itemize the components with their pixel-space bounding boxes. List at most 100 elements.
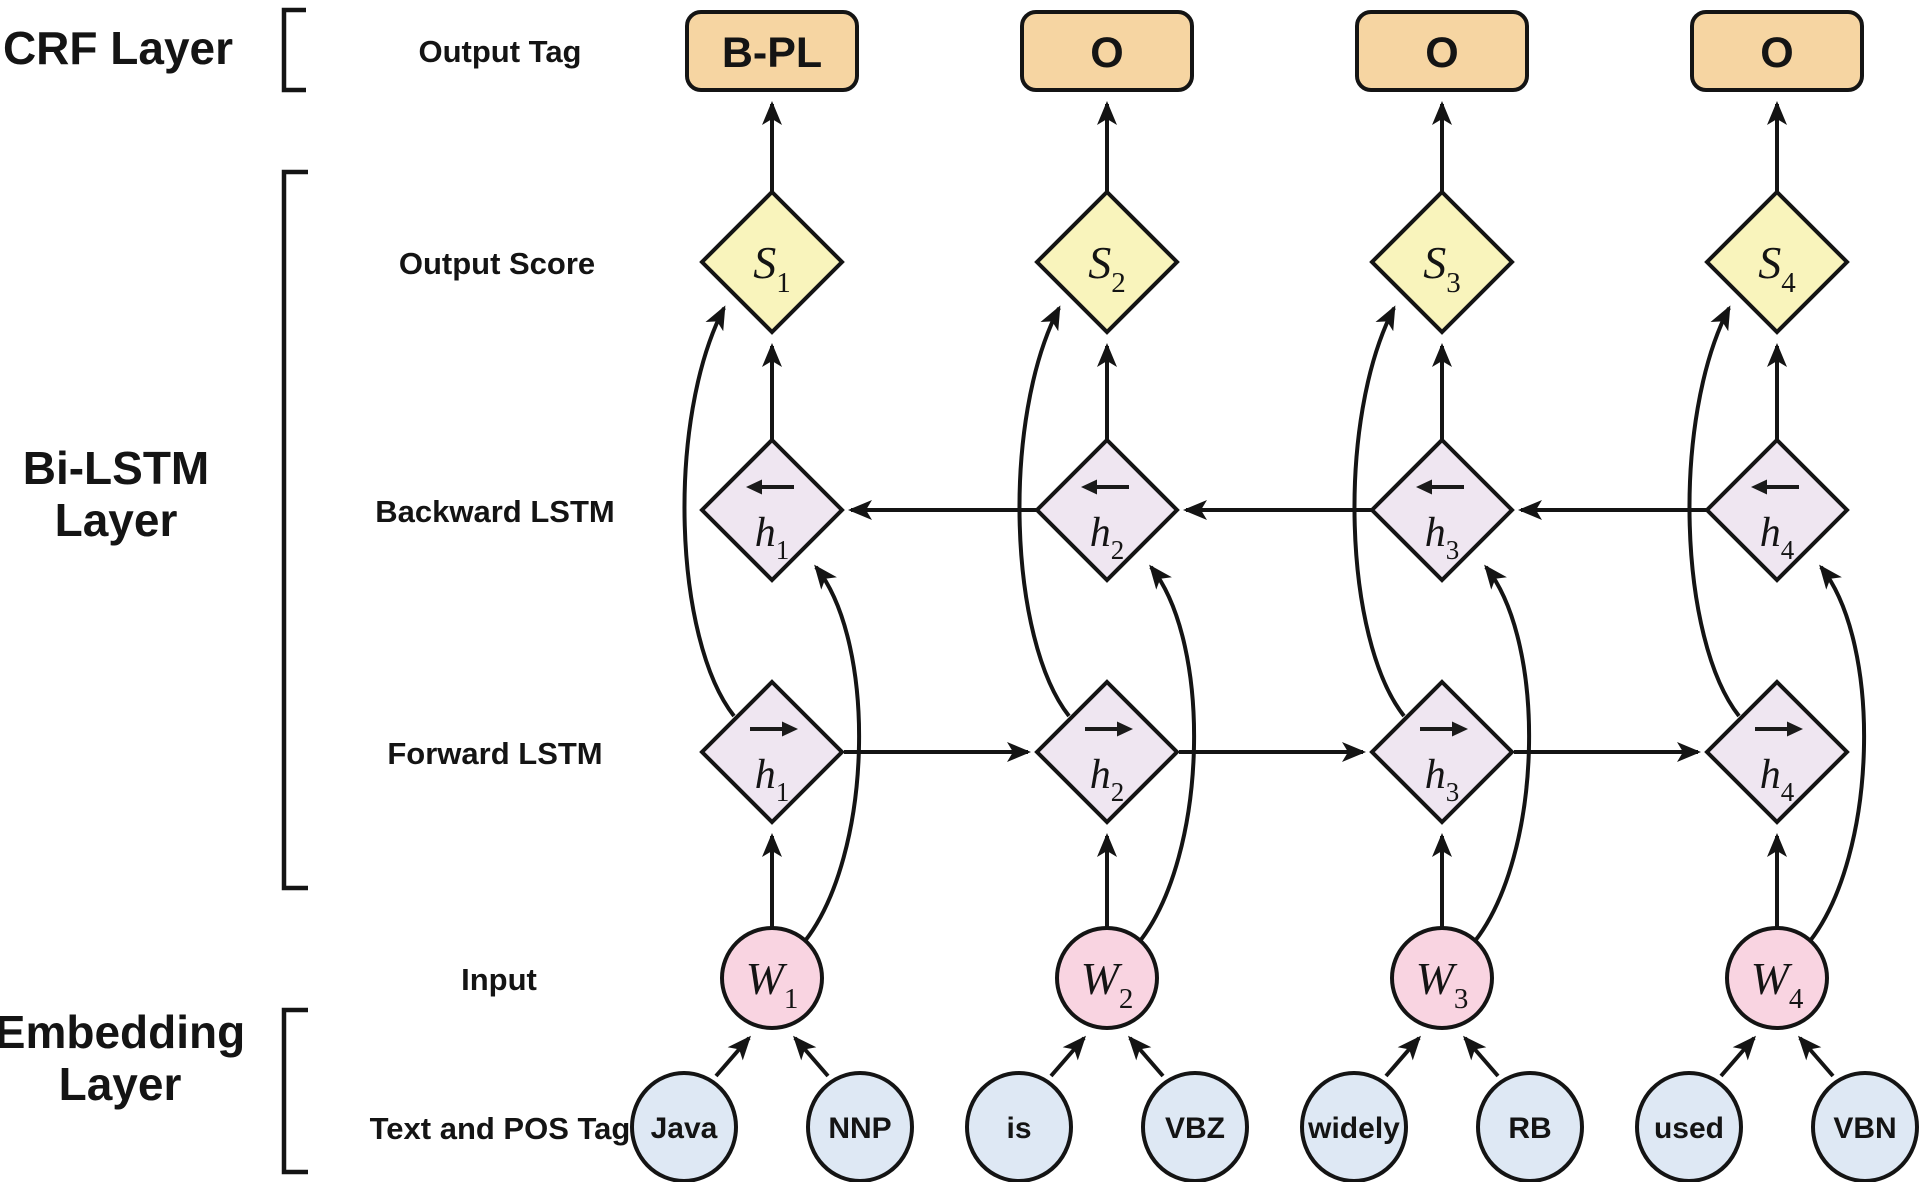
backward-text-2: h2	[1090, 510, 1125, 565]
right-arrow-icon	[1787, 721, 1803, 737]
h-base: h	[1090, 510, 1111, 556]
forward-lstm-diamond-2	[1034, 679, 1180, 825]
arrow-word-to-input-3	[1384, 1035, 1421, 1078]
score-base: S	[1423, 237, 1446, 288]
score-base: S	[1758, 237, 1781, 288]
score-text-4: S4	[1758, 237, 1796, 299]
embedding-layer-label-line1: Embedding	[0, 1006, 245, 1058]
embedding-layer-bracket	[281, 1007, 308, 1175]
output-tag-box-1	[685, 10, 859, 92]
arrows	[682, 101, 1867, 1078]
backward-cell-labels: h1 h2 h3 h4	[746, 479, 1799, 565]
pos-text-2: VBZ	[1165, 1112, 1225, 1145]
w-base: W	[746, 953, 788, 1004]
arrow-pos-to-input-4	[1798, 1035, 1835, 1078]
word-circle-1	[630, 1071, 738, 1182]
row-label-output-score: Output Score	[399, 246, 595, 281]
score-sub: 1	[776, 267, 791, 299]
pos-text-1: NNP	[828, 1112, 891, 1145]
row-label-input: Input	[461, 962, 537, 997]
crf-layer-label: CRF Layer	[3, 22, 233, 74]
row-label-output-tag: Output Tag	[419, 34, 582, 69]
row-label-text-and-pos: Text and POS Tag	[370, 1111, 631, 1146]
output-tag-box-4	[1690, 10, 1864, 92]
word-text-1: Java	[651, 1112, 718, 1145]
word-text-2: is	[1006, 1112, 1031, 1145]
output-tag-box-2	[1020, 10, 1194, 92]
pos-text-3: RB	[1508, 1112, 1551, 1145]
left-arrow-icon	[1416, 479, 1432, 495]
h-sub: 3	[1446, 777, 1460, 807]
forward-lstm-diamond-4	[1704, 679, 1850, 825]
row-label-backward-lstm: Backward LSTM	[375, 494, 614, 529]
forward-text-2: h2	[1090, 752, 1125, 807]
score-base: S	[1088, 237, 1111, 288]
arrow-pos-to-input-3	[1463, 1035, 1500, 1078]
w-sub: 4	[1789, 983, 1804, 1015]
score-sub: 2	[1111, 267, 1126, 299]
h-base: h	[755, 510, 776, 556]
forward-lstm-diamond-3	[1369, 679, 1515, 825]
w-sub: 2	[1119, 983, 1134, 1015]
arrow-input-to-backward-curve-4	[1808, 564, 1867, 943]
score-text-2: S2	[1088, 237, 1126, 299]
pos-circle-4	[1811, 1071, 1919, 1182]
arrow-word-to-input-2	[1049, 1035, 1086, 1078]
right-arrow-icon	[1117, 721, 1133, 737]
input-circle-1	[720, 926, 824, 1030]
forward-text-1: h1	[755, 752, 790, 807]
arrow-forward-to-score-curve-2	[1017, 305, 1071, 718]
input-circle-3	[1390, 926, 1494, 1030]
pos-text-4: VBN	[1833, 1112, 1896, 1145]
h-sub: 3	[1446, 535, 1460, 565]
word-text-3: widely	[1307, 1112, 1400, 1145]
row-label-forward-lstm: Forward LSTM	[387, 736, 602, 771]
h-base: h	[755, 752, 776, 798]
input-text-1: W1	[746, 953, 799, 1015]
left-arrow-icon	[1081, 479, 1097, 495]
arrow-word-to-input-1	[714, 1035, 751, 1078]
h-sub: 2	[1111, 777, 1125, 807]
crf-layer-bracket	[281, 7, 306, 93]
w-base: W	[1751, 953, 1793, 1004]
left-arrow-icon	[1751, 479, 1767, 495]
backward-text-1: h1	[755, 510, 790, 565]
input-text-2: W2	[1081, 953, 1134, 1015]
backward-lstm-diamond-1	[699, 437, 845, 583]
arrow-forward-to-score-curve-1	[682, 305, 736, 718]
score-sub: 3	[1446, 267, 1461, 299]
right-arrow-icon	[782, 721, 798, 737]
output-tag-text-1: B-PL	[722, 29, 822, 77]
arrow-forward-to-score-curve-3	[1352, 305, 1406, 718]
bilstm-layer-label-line1: Bi-LSTM	[23, 442, 210, 494]
h-base: h	[1425, 510, 1446, 556]
backward-lstm-diamond-4	[1704, 437, 1850, 583]
embedding-layer-label-line2: Layer	[59, 1058, 182, 1110]
pos-circle-3	[1476, 1071, 1584, 1182]
w-base: W	[1081, 953, 1123, 1004]
bilstm-layer-bracket	[281, 169, 308, 891]
pos-circle-2	[1141, 1071, 1249, 1182]
h-sub: 4	[1781, 777, 1795, 807]
word-text-4: used	[1654, 1112, 1724, 1145]
score-text-1: S1	[753, 237, 791, 299]
left-arrow-icon	[746, 479, 762, 495]
score-diamond-4	[1704, 189, 1850, 335]
arrow-pos-to-input-2	[1128, 1035, 1165, 1078]
right-arrow-icon	[1452, 721, 1468, 737]
forward-text-4: h4	[1760, 752, 1795, 807]
output-tag-text-4: O	[1760, 29, 1793, 77]
h-sub: 2	[1111, 535, 1125, 565]
backward-lstm-diamond-2	[1034, 437, 1180, 583]
forward-cell-labels: h1 h2 h3 h4	[750, 721, 1803, 807]
word-circle-3	[1300, 1071, 1408, 1182]
arrow-pos-to-input-1	[793, 1035, 830, 1078]
score-text-3: S3	[1423, 237, 1461, 299]
h-base: h	[1760, 752, 1781, 798]
arrow-word-to-input-4	[1719, 1035, 1756, 1078]
word-circle-2	[965, 1071, 1073, 1182]
output-tag-text-2: O	[1090, 29, 1123, 77]
w-sub: 3	[1454, 983, 1469, 1015]
score-sub: 4	[1781, 267, 1796, 299]
bilstm-layer-label-line2: Layer	[55, 494, 178, 546]
